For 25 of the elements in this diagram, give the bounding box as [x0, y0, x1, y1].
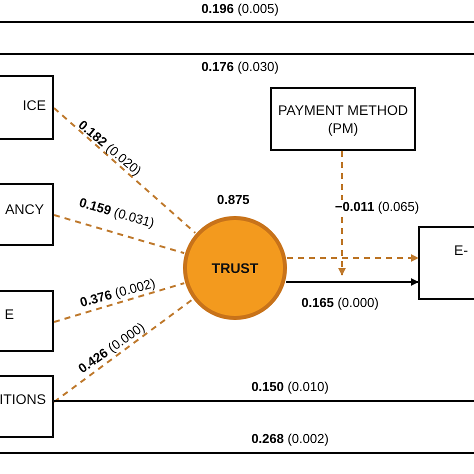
- connector-line: [54, 282, 184, 323]
- path-coefficient: −0.011 (0.065): [334, 200, 420, 214]
- construct-label: PAYMENT METHOD (PM): [277, 101, 409, 137]
- construct-label: ITIONS: [0, 391, 46, 407]
- arrow: [287, 254, 419, 262]
- connector-line: [54, 400, 474, 402]
- connector-line: [53, 298, 193, 403]
- construct-label: E: [4, 306, 14, 322]
- path-coefficient: 0.165 (0.000): [300, 296, 380, 310]
- construct-label: TRUST: [210, 260, 260, 276]
- arrow: [286, 278, 419, 286]
- path-coefficient: 0.150 (0.010): [250, 380, 330, 394]
- connector-line: [54, 214, 184, 254]
- r-squared-value: 0.875: [217, 192, 250, 207]
- path-coefficient: 0.196 (0.005): [200, 2, 280, 16]
- construct-label: E-: [454, 242, 468, 258]
- path-coefficient: 0.268 (0.002): [250, 432, 330, 446]
- construct-label: ANCY: [5, 201, 44, 217]
- construct-label: ICE: [22, 97, 46, 113]
- path-coefficient: 0.159 (0.031): [76, 195, 158, 231]
- connector-line: [53, 107, 196, 234]
- construct-box: [270, 87, 416, 151]
- arrow: [338, 151, 346, 276]
- path-coefficient: 0.176 (0.030): [200, 60, 280, 74]
- path-coefficient: 0.376 (0.002): [78, 276, 158, 310]
